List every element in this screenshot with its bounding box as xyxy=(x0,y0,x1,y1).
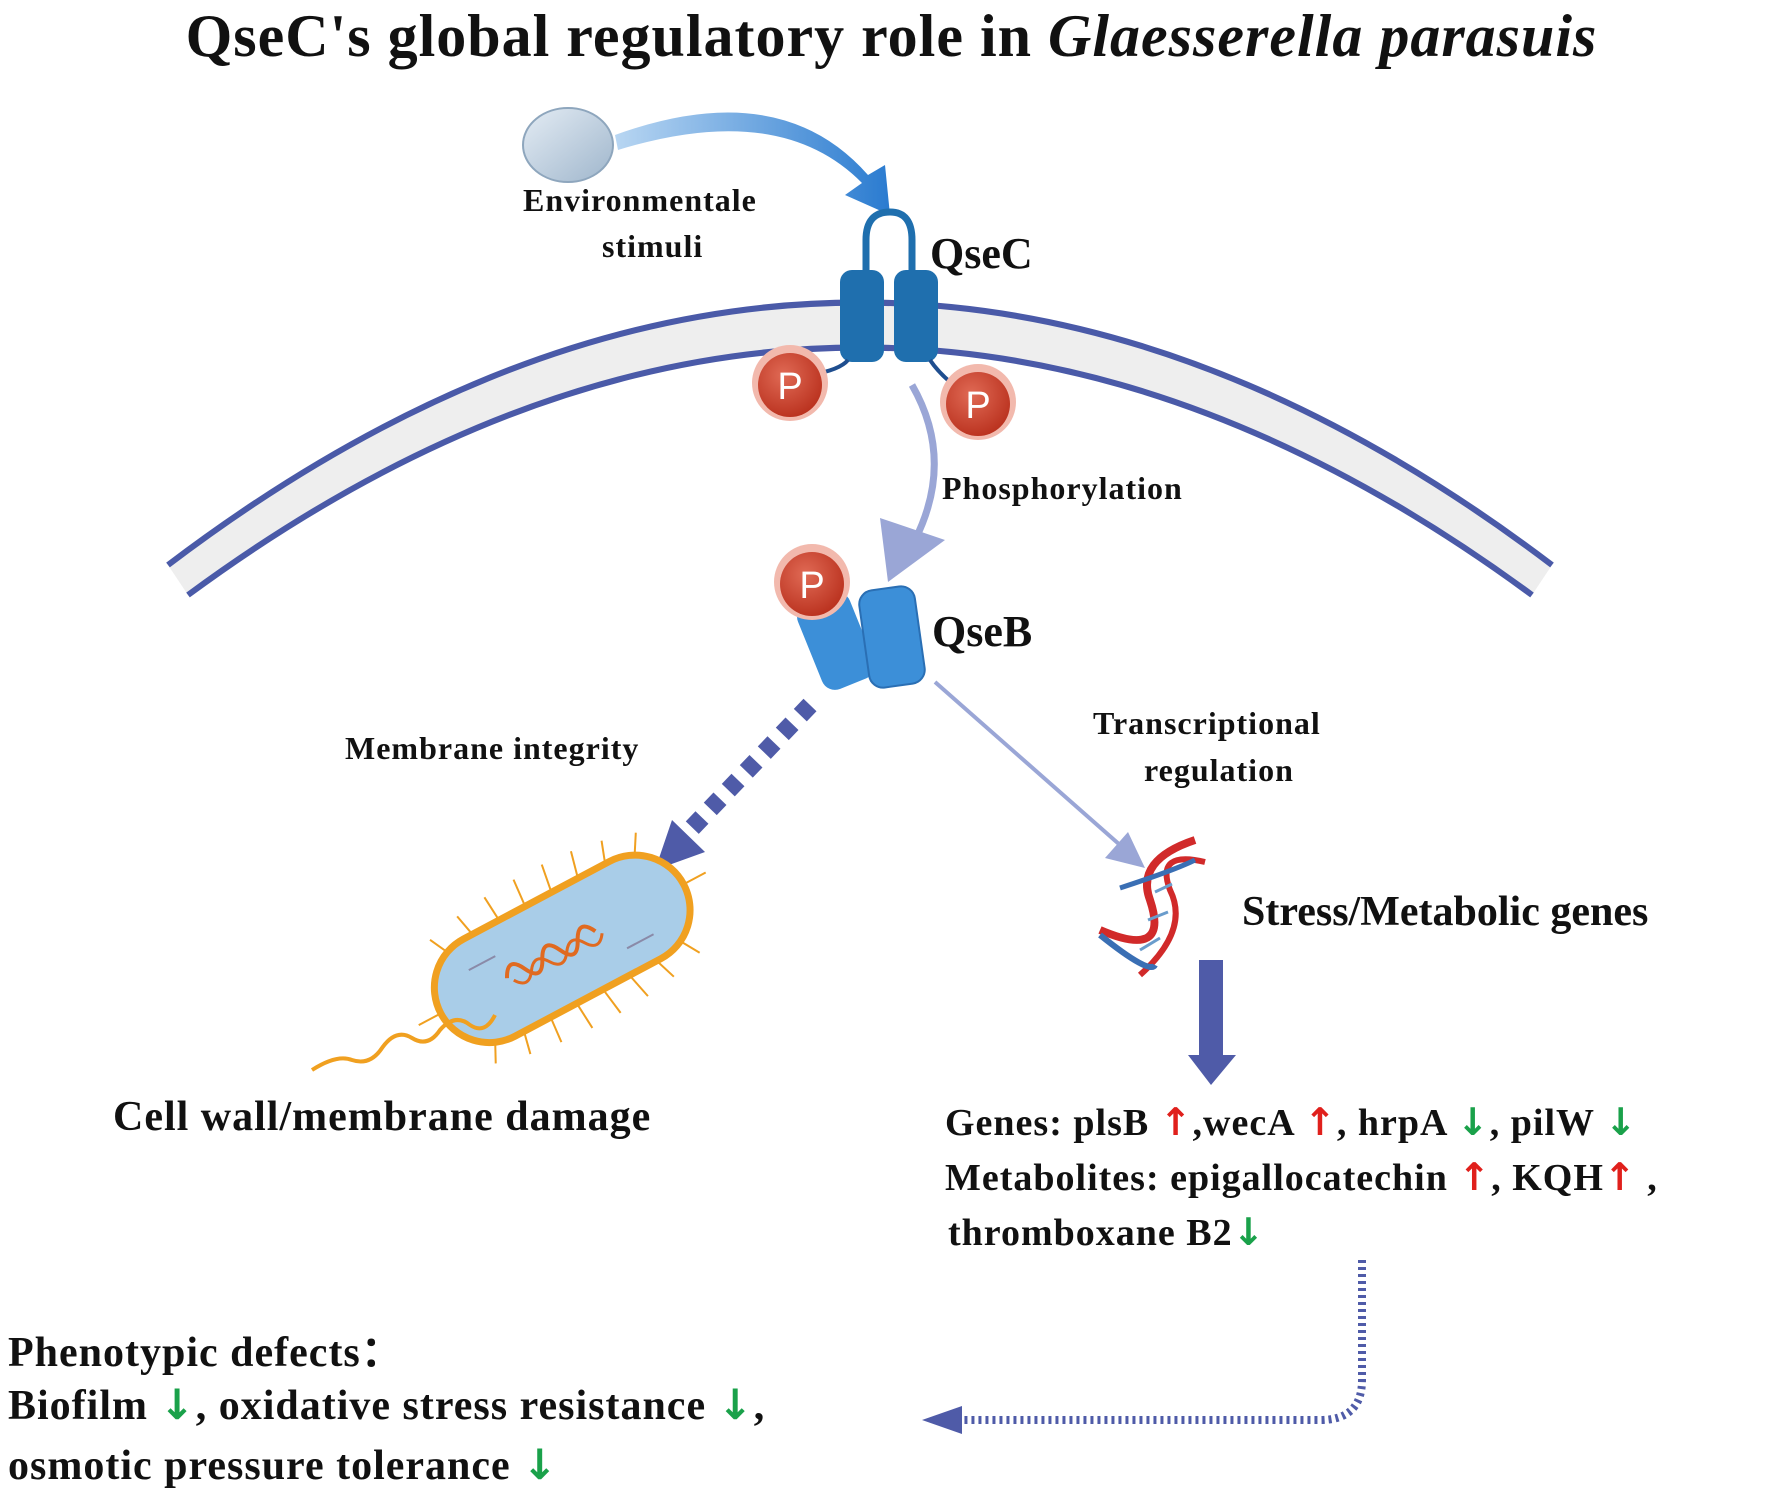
environmental-stimuli-label: Environmentale xyxy=(523,182,757,218)
down-arrow-icon: ↓ xyxy=(717,1380,754,1429)
phenotype-name: osmotic pressure tolerance xyxy=(8,1443,511,1489)
qseb-regulator-icon xyxy=(797,585,926,690)
separator: , xyxy=(1636,1157,1658,1199)
cell-damage-label: Cell wall/membrane damage xyxy=(113,1094,652,1140)
phospho-group-icon: P xyxy=(752,345,828,421)
metabolite-name: epigallocatechin xyxy=(1170,1157,1448,1199)
separator: , xyxy=(753,1383,766,1429)
genes-line: Genes: plsB ↑,wecA ↑, hrpA ↓, pilW ↓ xyxy=(945,1100,1638,1145)
phospho-label: P xyxy=(965,385,990,427)
phenotype-line-1: Biofilm ↓, oxidative stress resistance ↓… xyxy=(8,1380,765,1430)
phenotype-line-2: osmotic pressure tolerance ↓ xyxy=(8,1440,558,1490)
up-arrow-icon: ↑ xyxy=(1159,1100,1193,1144)
separator: , xyxy=(1336,1102,1358,1144)
phosphorylation-arrow-icon xyxy=(880,383,945,582)
membrane-integrity-arrow-icon xyxy=(655,698,817,870)
separator: , xyxy=(1489,1102,1511,1144)
dna-helix-icon xyxy=(1098,836,1206,978)
regulation-label: regulation xyxy=(1144,752,1294,788)
stimulus-arrow-icon xyxy=(615,112,890,215)
environmental-stimuli-label-2: stimuli xyxy=(602,228,704,264)
transcription-arrow-icon xyxy=(933,680,1145,868)
gene-name: plsB xyxy=(1073,1102,1150,1144)
phospho-label: P xyxy=(799,565,824,607)
up-arrow-icon: ↑ xyxy=(1304,1100,1337,1144)
transcriptional-label: Transcriptional xyxy=(1093,705,1321,741)
gene-name: pilW xyxy=(1510,1102,1595,1144)
title-organism: Glaesserella parasuis xyxy=(1048,3,1598,69)
separator: , xyxy=(195,1383,219,1429)
separator: , xyxy=(1491,1157,1513,1199)
down-arrow-icon: ↓ xyxy=(1456,1100,1490,1144)
stress-metabolic-genes-label: Stress/Metabolic genes xyxy=(1242,889,1649,935)
membrane-integrity-label: Membrane integrity xyxy=(345,730,640,766)
metabolites-line: Metabolites: epigallocatechin ↑, KQH↑ , xyxy=(945,1155,1658,1200)
bacterium-icon xyxy=(418,832,707,1064)
down-arrow-icon: ↓ xyxy=(1232,1210,1266,1254)
title-prefix: QseC's global regulatory role in xyxy=(185,3,1049,69)
phosphorylation-label: Phosphorylation xyxy=(942,470,1183,506)
flagellum-icon xyxy=(310,1014,497,1072)
phospho-label: P xyxy=(777,366,802,408)
qsec-label: QseC xyxy=(930,229,1033,278)
down-arrow-icon: ↓ xyxy=(522,1440,559,1489)
gene-name: hrpA xyxy=(1357,1102,1447,1144)
separator: , xyxy=(1192,1102,1204,1144)
qseb-label: QseB xyxy=(932,607,1033,656)
phenotypic-defects-heading: Phenotypic defects： xyxy=(8,1330,404,1376)
phenotype-name: Biofilm xyxy=(8,1383,148,1429)
metabolites-line-2: thromboxane B2↓ xyxy=(948,1210,1265,1255)
stimulus-molecule-icon xyxy=(522,107,614,183)
up-arrow-icon: ↑ xyxy=(1458,1155,1492,1199)
down-arrow-icon: ↓ xyxy=(1604,1100,1638,1144)
figure-title: QseC's global regulatory role in Glaesse… xyxy=(0,2,1783,71)
metabolites-prefix: Metabolites: xyxy=(945,1157,1171,1199)
phospho-group-icon: P xyxy=(774,544,850,620)
gene-name: wecA xyxy=(1203,1102,1294,1144)
metabolite-name: thromboxane B2 xyxy=(948,1212,1233,1254)
phenotype-arrow-icon xyxy=(922,1260,1366,1434)
qsec-receptor-icon xyxy=(809,208,962,392)
up-arrow-icon: ↑ xyxy=(1603,1155,1637,1199)
phospho-group-icon: P xyxy=(940,364,1016,440)
phenotype-name: oxidative stress resistance xyxy=(218,1383,707,1429)
genes-prefix: Genes: xyxy=(945,1102,1074,1144)
down-arrow-icon: ↓ xyxy=(159,1380,196,1429)
regulation-down-arrow-icon xyxy=(1188,960,1236,1085)
metabolite-name: KQH xyxy=(1512,1157,1604,1199)
